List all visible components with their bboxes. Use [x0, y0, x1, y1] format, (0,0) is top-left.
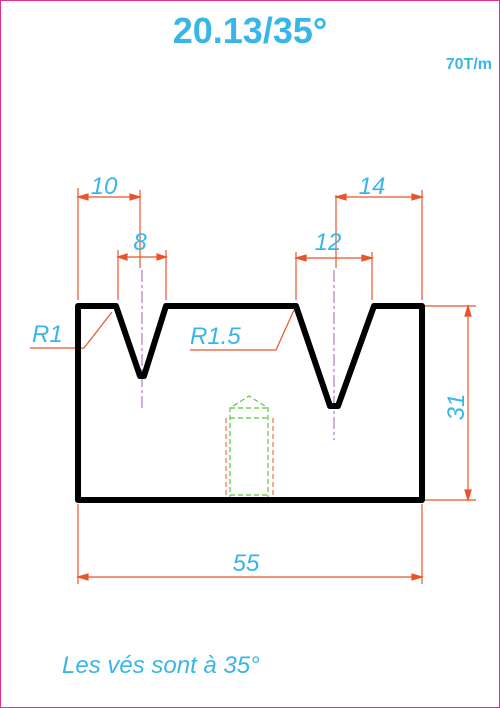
v-angle-note: Les vés sont à 35° — [62, 652, 260, 679]
extension-lines — [77, 188, 476, 584]
die-title: 20.13/35° — [172, 10, 328, 51]
radius-leaders — [30, 309, 295, 351]
capacity-label: 70T/m — [445, 56, 492, 73]
dim-right-v-opening: 12 — [315, 229, 342, 256]
dim-width: 55 — [233, 550, 260, 577]
die-outline — [75, 303, 425, 503]
thread-major-lines — [225, 418, 274, 500]
dim-left-v-opening: 8 — [133, 229, 147, 256]
v-centerlines — [141, 270, 335, 440]
dim-right-radius: R1.5 — [190, 323, 241, 350]
dimension-lines — [75, 193, 472, 581]
threaded-hole-hidden — [229, 395, 269, 500]
dim-height: 31 — [443, 394, 470, 421]
dim-left-offset: 10 — [91, 173, 118, 200]
dim-left-radius: R1 — [32, 321, 63, 348]
dim-right-offset: 14 — [359, 173, 386, 200]
